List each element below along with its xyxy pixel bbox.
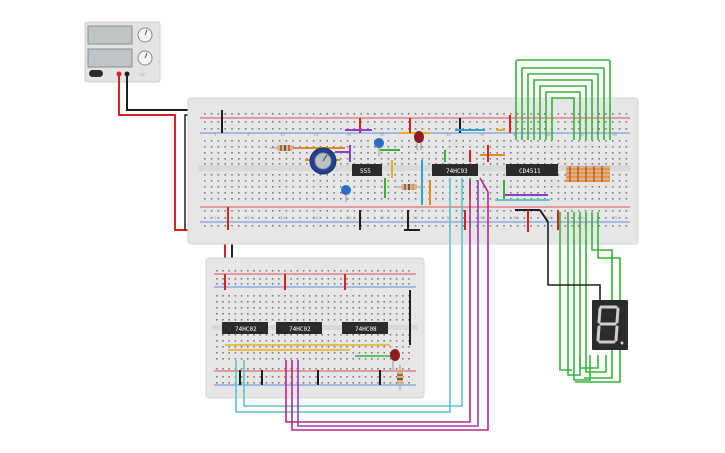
psu-label: DC — [140, 72, 146, 77]
column-tick-label: 15 — [314, 132, 319, 137]
voltage-readout — [87, 25, 133, 45]
column-tick-label: 50 — [546, 215, 551, 220]
column-tick-label: 35 — [446, 215, 451, 220]
capacitor-icon-lower[interactable] — [341, 185, 351, 202]
seven-segment-display[interactable] — [592, 300, 628, 350]
column-tick-label: 40 — [480, 215, 485, 220]
segment-wires[interactable] — [515, 59, 621, 383]
column-tick-label: 60 — [612, 215, 617, 220]
chip-cd4511[interactable]: CD4511 — [506, 164, 558, 176]
chip-74hc08-label: 74HC08 — [355, 326, 377, 333]
chip-74hc02-b-label: 74HC02 — [289, 326, 311, 333]
lower-jumpers[interactable] — [224, 274, 411, 385]
column-tick-label: 15 — [314, 215, 319, 220]
current-readout — [87, 48, 133, 68]
column-tick-label: 25 — [380, 132, 385, 137]
column-tick-label: 1 — [214, 132, 217, 137]
column-tick-label: 60 — [612, 132, 617, 137]
chip-cd4511-label: CD4511 — [519, 168, 541, 175]
column-tick-label: 5 — [247, 132, 250, 137]
column-tick-label: 10 — [280, 132, 285, 137]
power-supply[interactable]: DC — [84, 21, 161, 83]
chip-74hc08[interactable]: 74HC08 — [342, 322, 388, 334]
resistor-upper-left[interactable] — [270, 145, 300, 151]
chip-74hc02-b[interactable]: 74HC02 — [276, 322, 322, 334]
column-tick-label: 1 — [214, 215, 217, 220]
column-tick-label: 10 — [280, 215, 285, 220]
chip-74hc93[interactable]: 74HC93 — [432, 164, 478, 176]
led-icon[interactable] — [414, 131, 424, 150]
resistor-array[interactable] — [566, 166, 610, 182]
column-tick-label: 55 — [579, 132, 584, 137]
led-icon-lower[interactable] — [390, 349, 400, 370]
column-tick-label: 40 — [480, 132, 485, 137]
signal-wires[interactable] — [235, 177, 489, 431]
column-tick-label: 45 — [513, 215, 518, 220]
column-tick-label: 20 — [347, 132, 352, 137]
column-tick-label: 35 — [446, 132, 451, 137]
column-tick-label: 25 — [380, 215, 385, 220]
resistor-lower[interactable] — [397, 365, 403, 390]
capacitor-icon[interactable] — [374, 138, 384, 156]
breadboard-main: 1155101015152020252530303535404045455050… — [187, 97, 639, 245]
chip-74hc02-a-label: 74HC02 — [235, 326, 257, 333]
chip-555-label: 555 — [360, 168, 371, 175]
column-tick-label: 30 — [413, 215, 418, 220]
potentiometer-icon[interactable] — [309, 147, 337, 175]
resistor-upper-middle[interactable] — [395, 184, 425, 190]
chip-555[interactable]: 555 — [352, 164, 382, 176]
power-switch-icon[interactable] — [89, 70, 103, 77]
chip-74hc02-a[interactable]: 74HC02 — [222, 322, 268, 334]
column-tick-label: 20 — [347, 215, 352, 220]
chip-74hc93-label: 74HC93 — [446, 168, 468, 175]
column-tick-label: 55 — [579, 215, 584, 220]
seven-segment-icon — [596, 305, 620, 344]
column-tick-label: 50 — [546, 132, 551, 137]
column-tick-label: 5 — [247, 215, 250, 220]
